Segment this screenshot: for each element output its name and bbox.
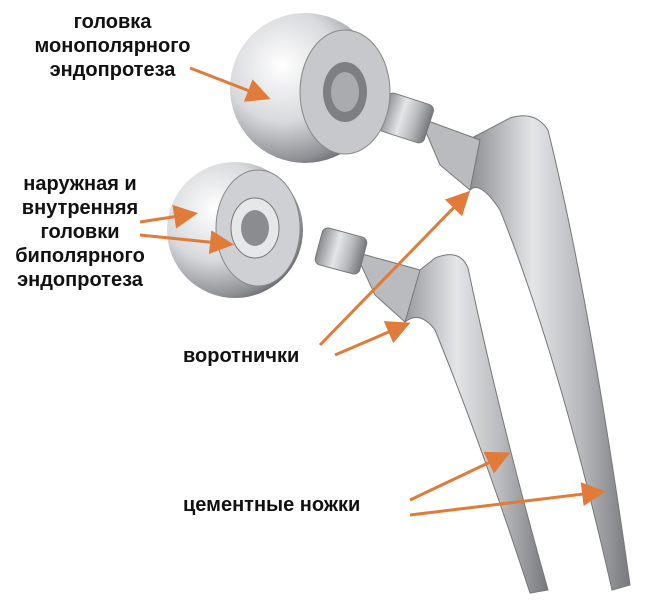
label-line: наружная и	[23, 173, 137, 195]
label-line: эндопротеза	[17, 269, 143, 291]
label-line: головки	[40, 221, 120, 243]
label-monopolar-head: головка монополярного эндопротеза	[30, 10, 195, 82]
arrow-collar-front	[334, 321, 411, 357]
label-line: головка	[73, 11, 152, 33]
arrow-inner-head	[139, 230, 234, 255]
arrow-stem-back	[409, 482, 606, 517]
cement-stem-front	[314, 227, 549, 594]
bipolar-head	[167, 162, 303, 298]
label-collars: воротнички	[183, 345, 300, 367]
label-line: монополярного	[34, 35, 191, 57]
arrow-collar-back	[318, 190, 471, 347]
arrow-mono-head	[189, 66, 271, 102]
label-line: эндопротеза	[49, 59, 176, 81]
label-line: биполярного	[15, 245, 145, 267]
label-line: внутренняя	[21, 197, 139, 219]
label-cement-stems: цементные ножки	[183, 494, 361, 516]
arrows	[139, 66, 606, 517]
cement-stem-back	[378, 92, 631, 591]
arrow-outer-head	[139, 204, 198, 229]
arrow-stem-front	[409, 451, 511, 502]
monopolar-head	[230, 13, 391, 163]
label-bipolar-head: наружная и внутренняя головки биполярног…	[10, 172, 150, 292]
